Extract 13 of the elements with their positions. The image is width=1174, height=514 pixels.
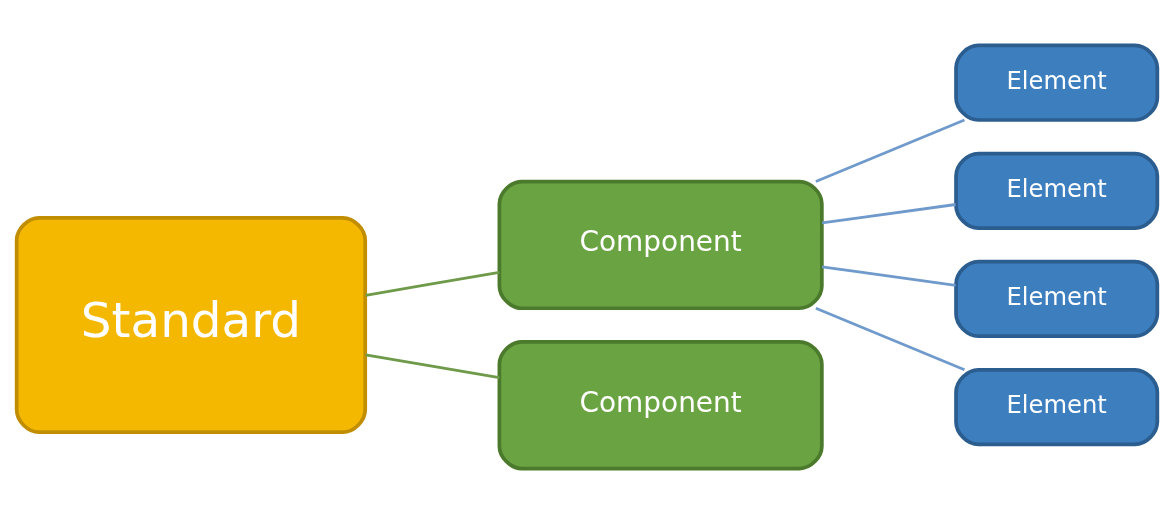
node-box: Element <box>954 151 1160 230</box>
node-box: Standard <box>14 216 368 435</box>
connector <box>365 353 500 380</box>
connector <box>821 265 956 287</box>
node-box: Component <box>497 179 824 311</box>
node-box: Element <box>954 43 1160 122</box>
node-box: Component <box>497 339 824 471</box>
node-box: Element <box>954 259 1160 339</box>
node-box: Element <box>954 367 1160 447</box>
connector <box>815 306 965 371</box>
connector <box>815 118 965 183</box>
connector <box>821 203 956 225</box>
connector <box>365 270 500 297</box>
